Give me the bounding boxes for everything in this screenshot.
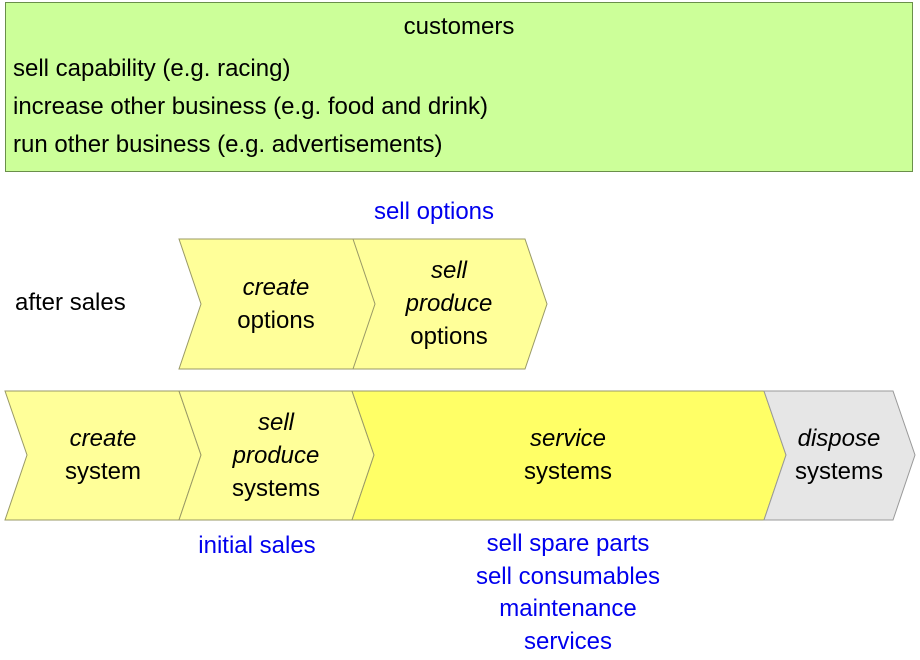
step-dispose-systems: dispose systems — [769, 422, 909, 488]
step-noun: systems — [231, 475, 320, 502]
step-noun: systems — [523, 458, 612, 485]
step-noun: options — [410, 323, 488, 350]
customer-line-increase-business: increase other business (e.g. food and d… — [13, 93, 488, 120]
service-item-maintenance: maintenance — [499, 595, 637, 622]
step-service-systems: service systems — [468, 422, 668, 488]
customer-line-capability: sell capability (e.g. racing) — [13, 55, 291, 82]
step-sell-produce-options: sell produce options — [359, 254, 539, 353]
step-noun: system — [64, 458, 141, 485]
step-verb: dispose — [797, 425, 881, 452]
sell-options-annotation: sell options — [373, 198, 495, 225]
step-verb: sell — [257, 409, 294, 436]
initial-sales-annotation: initial sales — [198, 532, 316, 559]
step-verb: create — [69, 425, 137, 452]
step-noun: options — [237, 307, 315, 334]
service-item-services: services — [523, 628, 613, 655]
step-verb: service — [529, 425, 607, 452]
step-create-options: create options — [186, 271, 366, 337]
service-item-consumables: sell consumables — [475, 563, 661, 590]
chevron-dispose-systems — [763, 390, 916, 521]
step-verb: create — [242, 274, 310, 301]
step-noun: systems — [794, 458, 883, 485]
service-item-spare-parts: sell spare parts — [486, 530, 650, 557]
chevron-sell-produce-options — [352, 238, 548, 370]
step-verb-2: produce — [405, 290, 493, 317]
customers-box: customers sell capability (e.g. racing) … — [5, 2, 913, 172]
after-sales-label: after sales — [15, 289, 126, 316]
customer-line-run-business: run other business (e.g. advertisements) — [13, 131, 443, 158]
step-create-system: create system — [13, 422, 193, 488]
step-sell-produce-systems: sell produce systems — [186, 406, 366, 505]
step-verb: sell — [430, 257, 467, 284]
customers-title: customers — [403, 13, 515, 40]
step-verb-2: produce — [232, 442, 320, 469]
